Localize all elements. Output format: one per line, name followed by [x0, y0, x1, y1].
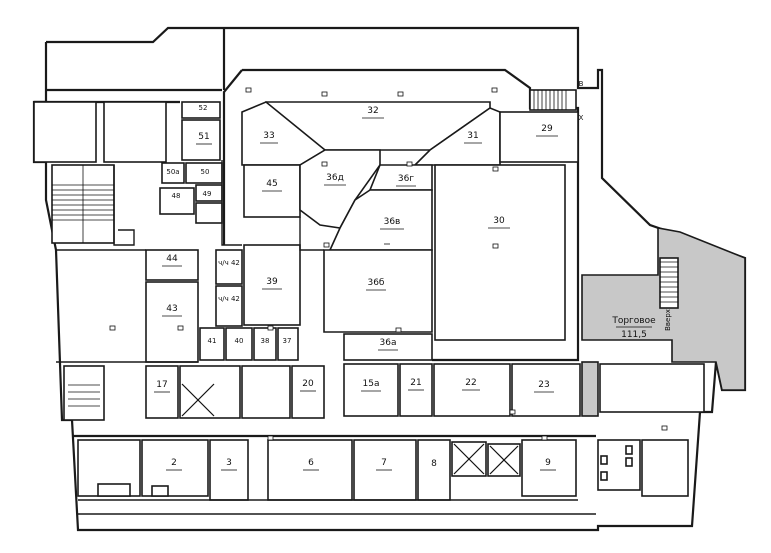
- retail-area-value: 111,5: [621, 330, 647, 340]
- room-36a: [343, 333, 433, 361]
- label-42b: ч/ч 42: [218, 295, 240, 303]
- label-2: 2: [171, 458, 177, 468]
- label-44: 44: [166, 254, 178, 264]
- room-41: [199, 327, 225, 361]
- label-15a: 15а: [363, 379, 380, 389]
- label-33: 33: [263, 131, 274, 141]
- room-42a: [215, 249, 243, 285]
- label-30: 30: [493, 216, 505, 226]
- label-51: 51: [198, 132, 209, 142]
- label-36d: 36д: [326, 173, 344, 183]
- room-37: [277, 327, 299, 361]
- room-23: [511, 363, 581, 417]
- label-36b: 36б: [367, 278, 384, 288]
- room-39: [243, 244, 301, 326]
- label-43: 43: [166, 304, 177, 314]
- label-48: 48: [172, 192, 181, 200]
- middle-left-block: [56, 217, 433, 363]
- retail-labels: Торговое 111,5 Вверх В Х: [579, 80, 672, 340]
- room-51: [181, 119, 221, 161]
- room-40: [225, 327, 253, 361]
- label-8: 8: [431, 459, 437, 469]
- room-29: [499, 111, 579, 163]
- label-45: 45: [266, 179, 277, 189]
- label-3: 3: [226, 458, 232, 468]
- room-labels: 52 51 50а 50 49 48 33 32 31 29 45 36д 36…: [154, 104, 558, 471]
- room-36b: [323, 249, 433, 333]
- stairs-up-label: Вверх: [664, 309, 672, 331]
- label-29: 29: [541, 124, 553, 134]
- room-38: [253, 327, 277, 361]
- stairs-left: [52, 165, 114, 243]
- label-38: 38: [261, 337, 270, 345]
- label-36a: 36а: [380, 338, 397, 348]
- label-41: 41: [208, 337, 217, 345]
- label-50a: 50а: [166, 168, 179, 176]
- label-6: 6: [308, 458, 314, 468]
- room-42b: [215, 285, 243, 327]
- label-9: 9: [545, 458, 551, 468]
- markers: [109, 87, 668, 441]
- label-20: 20: [302, 379, 314, 389]
- stairs-top: [533, 90, 567, 110]
- retail-name: Торговое: [611, 316, 656, 326]
- label-21: 21: [410, 378, 421, 388]
- label-40: 40: [235, 337, 244, 345]
- top-left-block: [33, 101, 242, 246]
- label-39: 39: [266, 277, 278, 287]
- stairs-retail: [660, 261, 678, 303]
- label-50: 50: [201, 168, 210, 176]
- room-43: [145, 281, 199, 363]
- label-36g: 36г: [398, 174, 414, 184]
- stair-mark-bottom: Х: [579, 114, 584, 122]
- room-20: [291, 365, 325, 419]
- label-31: 31: [467, 131, 478, 141]
- room-30: [434, 164, 566, 341]
- label-22: 22: [465, 378, 476, 388]
- label-23: 23: [538, 380, 549, 390]
- central-upper-block: [222, 68, 580, 362]
- room-15a: [343, 363, 399, 417]
- label-37: 37: [283, 337, 292, 345]
- label-7: 7: [381, 458, 387, 468]
- room-52: [181, 101, 221, 119]
- room-48: [159, 187, 195, 215]
- label-42a: ч/ч 42: [218, 259, 240, 267]
- room-8: [417, 439, 451, 501]
- stair-mark-top: В: [579, 80, 584, 88]
- retail-area: [581, 227, 746, 417]
- label-17: 17: [156, 380, 167, 390]
- room-9: [521, 439, 577, 497]
- room-44: [145, 249, 199, 281]
- label-36v: 36в: [384, 217, 401, 227]
- label-49: 49: [203, 190, 212, 198]
- label-32: 32: [367, 106, 378, 116]
- label-52: 52: [199, 104, 208, 112]
- room-50a: [161, 162, 185, 184]
- bottom-row: [72, 434, 689, 515]
